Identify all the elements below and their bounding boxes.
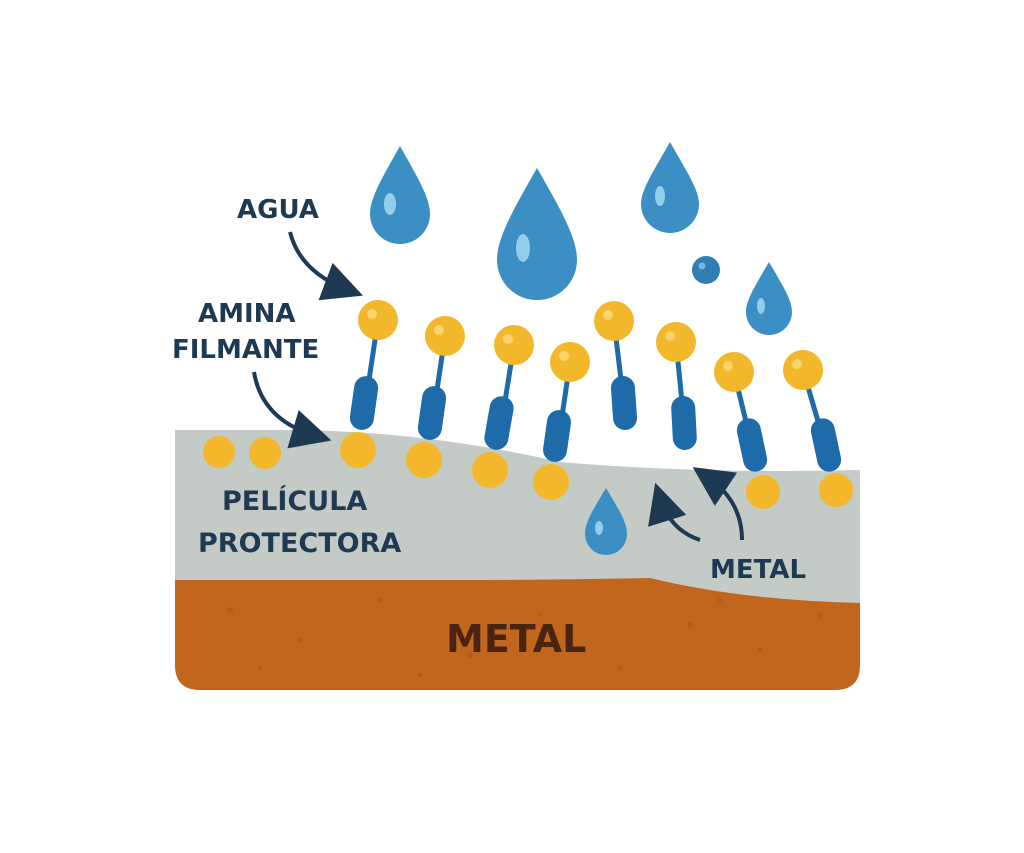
water-droplet-small	[692, 256, 720, 284]
amine-molecule-icon	[783, 350, 853, 507]
water-drop-icon	[497, 168, 577, 300]
amine-molecule-icon	[594, 301, 638, 430]
metal-layer	[175, 560, 860, 690]
curved-arrow-icon	[252, 371, 332, 449]
amine-label-line2: FILMANTE	[172, 335, 319, 365]
curved-arrow-icon	[648, 482, 701, 542]
amine-molecule-icon	[533, 342, 590, 500]
amine-molecule-icon	[656, 322, 697, 450]
water-label: AGUA	[237, 195, 319, 225]
water-drops	[370, 142, 792, 555]
water-drop-icon	[641, 142, 699, 233]
amine-head	[203, 436, 235, 468]
water-drop-icon	[585, 488, 627, 555]
amine-molecule-icon	[340, 300, 398, 468]
amine-head	[249, 437, 281, 469]
protective-film-layer	[175, 430, 860, 603]
metal-texture	[227, 598, 823, 677]
water-drop-icon	[370, 146, 430, 244]
film-label-line2: PROTECTORA	[198, 528, 401, 559]
amine-label-line1: AMINA	[198, 299, 296, 329]
curved-arrow-icon	[288, 231, 363, 301]
curved-arrow-icon	[692, 467, 744, 541]
amine-molecule-icon	[472, 325, 534, 488]
film-label-line1: PELÍCULA	[222, 485, 367, 517]
water-drop-icon	[746, 262, 792, 335]
amine-molecule-icon	[714, 352, 780, 509]
amine-molecule-icon	[406, 316, 465, 478]
amine-molecules	[203, 300, 853, 509]
metal-side-label: METAL	[710, 555, 806, 585]
metal-base-label: METAL	[446, 617, 586, 661]
